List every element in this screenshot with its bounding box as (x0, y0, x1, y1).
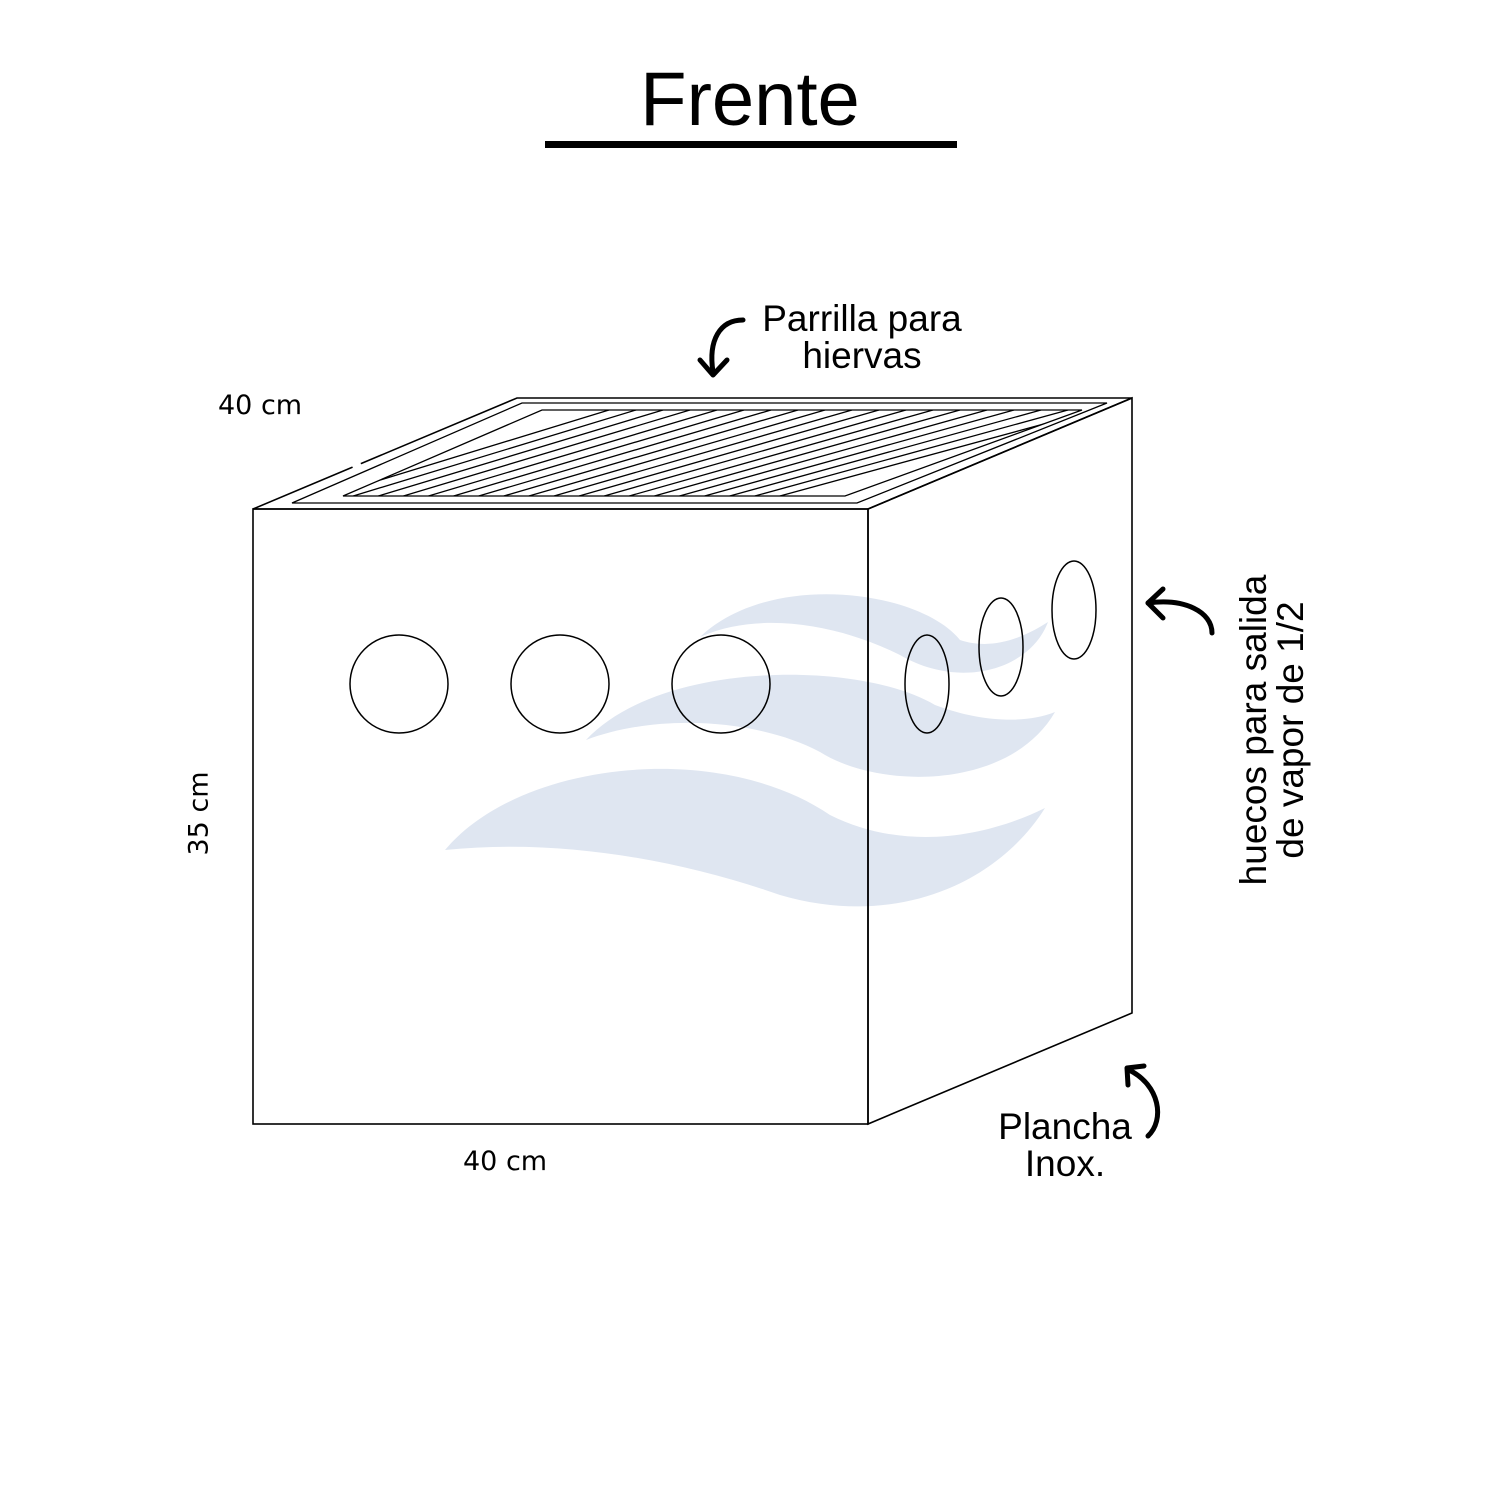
holes-note-line: huecos para salida (1233, 574, 1274, 886)
grill-bar (503, 410, 799, 496)
grill-bar (729, 410, 1042, 496)
plate-note-line: Plancha (998, 1106, 1132, 1147)
page-title: Frente (640, 57, 860, 142)
height-label: 35 cm (183, 771, 215, 856)
side-hole (978, 597, 1024, 697)
front-holes (349, 634, 771, 734)
top-depth-label: 40 cm (218, 390, 303, 421)
grill-note: Parrilla para hiervas (752, 300, 972, 374)
grill-bar (428, 410, 718, 496)
bottom-width-label: 40 cm (463, 1146, 548, 1177)
grill-bar (453, 410, 745, 496)
grill-bar (478, 410, 772, 496)
holes-note: huecos para salida de vapor de 1/2 (1233, 560, 1311, 900)
edge-gap (350, 459, 362, 469)
grill-bar (629, 410, 934, 496)
grill-note-line: hiervas (802, 335, 922, 376)
grill-bar (578, 410, 880, 496)
front-hole (510, 634, 610, 734)
grill-bar (604, 410, 907, 496)
grill-note-line: Parrilla para (762, 298, 962, 339)
front-hole (671, 634, 771, 734)
curved-arrow-icon (697, 317, 746, 378)
grill-bar (378, 410, 664, 496)
grill-bar (704, 410, 1015, 496)
grill-bar (654, 410, 961, 496)
grill-bar (403, 410, 691, 496)
side-hole (1051, 560, 1097, 660)
grill-rack (291, 402, 1108, 504)
grill-bar (754, 410, 1069, 496)
grill-bar (553, 410, 853, 496)
watermark-waves (445, 594, 1055, 907)
grill-bar (779, 410, 1082, 496)
grill-bar (679, 410, 988, 496)
grill-bar (528, 410, 826, 496)
curved-arrow-icon (1124, 1063, 1161, 1139)
plate-note: Plancha Inox. (990, 1108, 1140, 1182)
side-holes (904, 560, 1097, 734)
side-hole (904, 634, 950, 734)
grill-bar (343, 410, 610, 496)
curved-arrow-icon (1145, 586, 1215, 636)
grill-bar (353, 410, 637, 496)
title-underline (545, 141, 957, 148)
side-face (867, 396, 1133, 1126)
plate-note-line: Inox. (1024, 1143, 1106, 1184)
front-hole (349, 634, 449, 734)
holes-note-line: de vapor de 1/2 (1270, 601, 1311, 859)
